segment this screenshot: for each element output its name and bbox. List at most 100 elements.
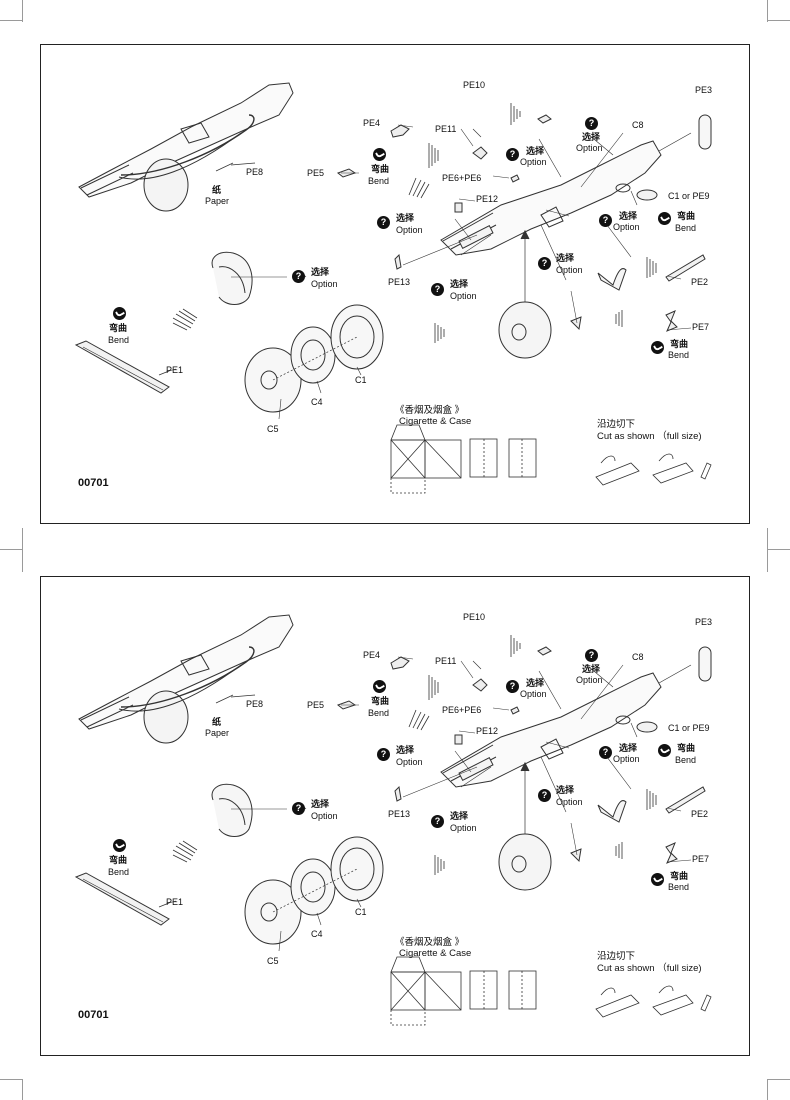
cut-guide-drawing bbox=[595, 453, 712, 486]
bend-label-en: Bend bbox=[108, 335, 130, 345]
option-label-zh: 选择 bbox=[526, 146, 545, 156]
bend-label-en: Bend bbox=[368, 176, 390, 186]
pe13-part bbox=[394, 785, 402, 802]
option-label-zh: 选择 bbox=[450, 811, 469, 821]
part-label-c1-or-pe9: C1 or PE9 bbox=[668, 723, 710, 733]
option-question-icon: ? bbox=[292, 270, 305, 283]
bend-icon bbox=[113, 307, 126, 320]
cut-guide-title-en: Cut as shown （full size) bbox=[597, 963, 702, 974]
cigarette-case-template bbox=[390, 424, 537, 494]
pe4-part bbox=[390, 656, 410, 670]
bend-label-zh: 弯曲 bbox=[670, 339, 689, 349]
pe3-sling-loop bbox=[698, 114, 712, 150]
c1-drum-cover bbox=[330, 304, 384, 370]
option-label-zh: 选择 bbox=[582, 132, 601, 142]
pe12-part bbox=[454, 202, 463, 213]
bend-icon bbox=[113, 839, 126, 852]
crop-mark bbox=[22, 0, 23, 22]
cut-guide-title-zh: 沿边切下 bbox=[597, 951, 636, 962]
part-label-pe7: PE7 bbox=[692, 322, 710, 332]
option-label-en: Option bbox=[450, 291, 477, 301]
gun-with-sling-drawing bbox=[78, 82, 294, 212]
leader-lines bbox=[168, 656, 692, 952]
option-label-en: Option bbox=[576, 675, 603, 685]
option-label-zh: 选择 bbox=[619, 211, 638, 221]
option-question-icon: ? bbox=[377, 216, 390, 229]
pe7-bracket bbox=[665, 842, 678, 864]
part-label-pe3: PE3 bbox=[695, 617, 713, 627]
option-label-en: Option bbox=[613, 222, 640, 232]
drum-magazine bbox=[498, 833, 552, 891]
bend-label-zh: 弯曲 bbox=[371, 696, 390, 706]
pe11-part bbox=[472, 678, 488, 692]
pe6-part bbox=[510, 706, 520, 715]
pe1-strip bbox=[74, 872, 170, 926]
paper-label-zh: 纸 bbox=[212, 717, 222, 727]
option-label-en: Option bbox=[396, 225, 423, 235]
bend-label-en: Bend bbox=[675, 223, 697, 233]
option-question-icon: ? bbox=[599, 746, 612, 759]
option-label-en: Option bbox=[613, 754, 640, 764]
option-label-zh: 选择 bbox=[556, 253, 575, 263]
part-label-pe6: PE6+PE6 bbox=[442, 173, 482, 183]
crop-mark bbox=[22, 528, 23, 572]
option-label-en: Option bbox=[311, 811, 338, 821]
assembly-drawing bbox=[74, 614, 712, 1026]
part-label-pe8: PE8 bbox=[246, 699, 264, 709]
part-label-pe2: PE2 bbox=[691, 809, 709, 819]
c-ring-drawing bbox=[211, 783, 253, 837]
part-label-c8: C8 bbox=[632, 652, 644, 662]
pe7-bracket bbox=[665, 310, 678, 332]
part-label-pe13: PE13 bbox=[388, 809, 411, 819]
option-label-zh: 选择 bbox=[396, 213, 415, 223]
part-label-c5: C5 bbox=[267, 424, 279, 434]
paper-label-en: Paper bbox=[205, 196, 230, 206]
trigger-guard-part bbox=[597, 800, 627, 823]
option-question-icon: ? bbox=[506, 148, 519, 161]
leader-lines bbox=[168, 124, 692, 420]
bend-label-en: Bend bbox=[668, 350, 690, 360]
crop-mark bbox=[0, 549, 22, 550]
c4-ring bbox=[290, 326, 336, 384]
option-question-icon: ? bbox=[377, 748, 390, 761]
option-question-icon: ? bbox=[292, 802, 305, 815]
bend-icon bbox=[373, 680, 386, 693]
direction-arrow bbox=[408, 635, 657, 875]
bend-label-en: Bend bbox=[368, 708, 390, 718]
trigger-guard-part bbox=[597, 268, 627, 291]
gun-assembly-drawing bbox=[440, 140, 662, 256]
bend-icon bbox=[658, 744, 671, 757]
direction-arrow bbox=[408, 103, 657, 343]
bend-icon bbox=[373, 148, 386, 161]
option-label-zh: 选择 bbox=[582, 664, 601, 674]
option-label-zh: 选择 bbox=[556, 785, 575, 795]
crop-mark bbox=[0, 20, 22, 21]
option-question-icon: ? bbox=[599, 214, 612, 227]
part-label-pe7: PE7 bbox=[692, 854, 710, 864]
cut-guide-title-en: Cut as shown （full size) bbox=[597, 431, 702, 442]
option-label-zh: 选择 bbox=[311, 799, 330, 809]
part-label-c1: C1 bbox=[355, 907, 367, 917]
option-question-icon: ? bbox=[431, 283, 444, 296]
option-label-en: Option bbox=[576, 143, 603, 153]
crop-mark bbox=[0, 1079, 22, 1080]
bend-icon bbox=[651, 341, 664, 354]
crop-mark bbox=[768, 549, 790, 550]
pe2-strip bbox=[665, 254, 706, 282]
crop-mark bbox=[768, 20, 790, 21]
cut-guide-title-zh: 沿边切下 bbox=[597, 419, 636, 430]
pe12-part bbox=[454, 734, 463, 745]
bend-label-zh: 弯曲 bbox=[371, 164, 390, 174]
part-label-pe1: PE1 bbox=[166, 365, 184, 375]
part-label-pe13: PE13 bbox=[388, 277, 411, 287]
paper-label-en: Paper bbox=[205, 728, 230, 738]
part-label-pe11: PE11 bbox=[435, 656, 457, 666]
bend-icon bbox=[658, 212, 671, 225]
option-question-icon: ? bbox=[538, 789, 551, 802]
cut-guide-drawing bbox=[595, 985, 712, 1018]
bend-label-zh: 弯曲 bbox=[109, 323, 128, 333]
part-label-c5: C5 bbox=[267, 956, 279, 966]
paper-label-zh: 纸 bbox=[212, 185, 222, 195]
pe2-strip bbox=[665, 786, 706, 814]
part-label-pe4: PE4 bbox=[363, 650, 381, 660]
